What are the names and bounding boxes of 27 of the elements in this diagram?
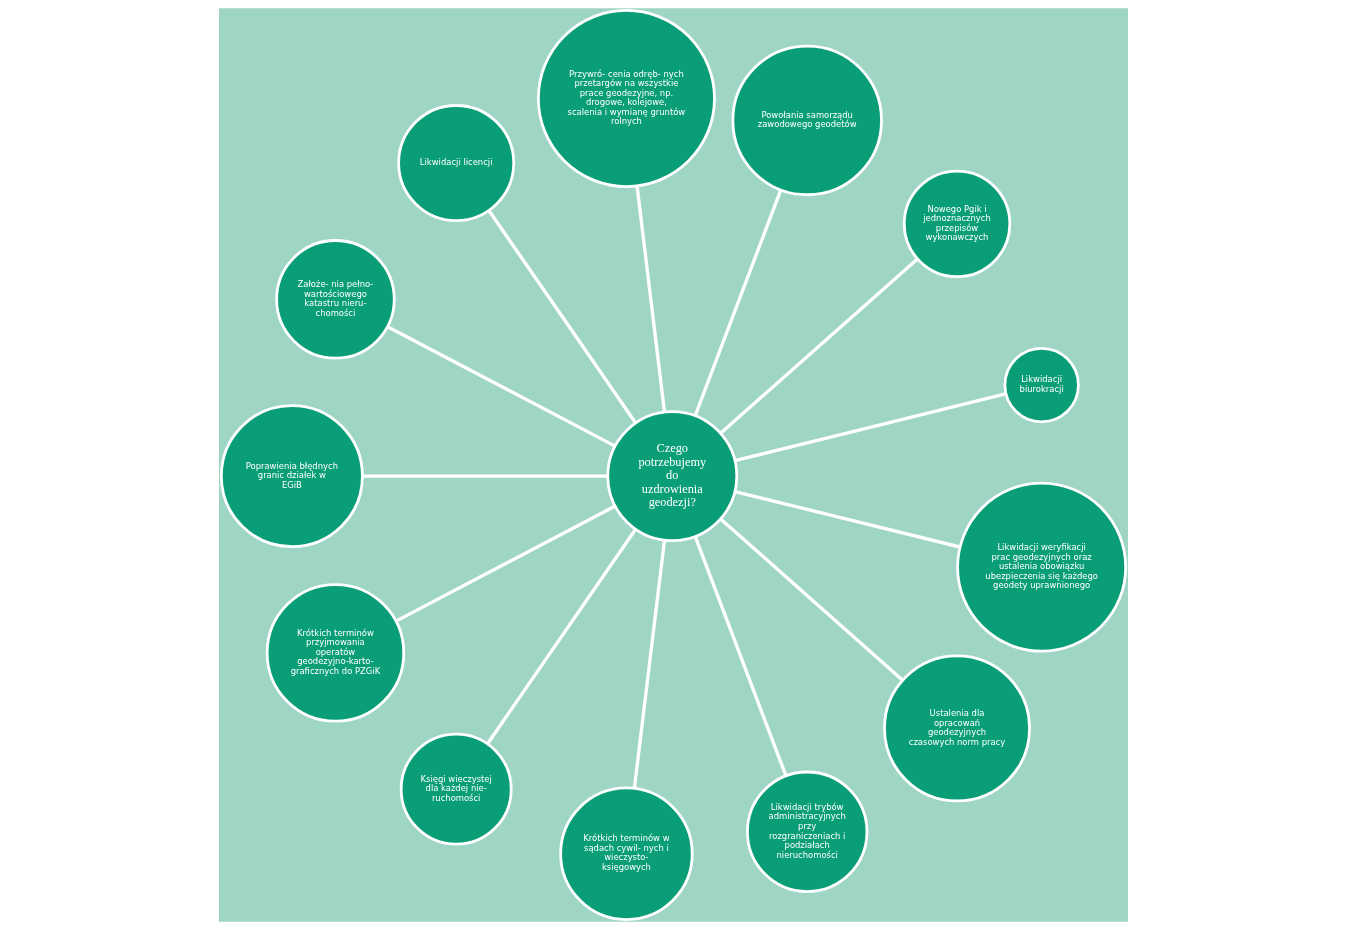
connector xyxy=(487,209,637,424)
connector xyxy=(632,539,666,789)
node-circle: Likwidacji biurokracji xyxy=(1002,346,1080,424)
node-circle: Założe- nia pełno- wartościowego katastru nieru- chomości xyxy=(274,239,396,360)
node-circle: Przywró- cenia odręb- nych przetargów na wszystkie prace geodezyjne, np. drogowe, kolejowe, scalenia i wymianę gruntów rolnych xyxy=(536,9,716,188)
node-circle: Nowego Pgik i jednoznacznych przepisów wykonawczych xyxy=(902,169,1011,279)
node-circle: Likwidacji trybów administracyjnych przy rozgraniczeniach i podziałach nieruchomości xyxy=(745,770,868,893)
connector xyxy=(734,489,960,549)
node-circle: Ustalenia dla opracowań geodezyjnych czasowych norm pracy xyxy=(882,654,1031,803)
node-circle: Krótkich terminów w sądach cywil- nych i wieczysto- księgowych xyxy=(558,786,694,921)
connector xyxy=(634,185,666,413)
connector xyxy=(362,474,608,478)
node-circle: Księgi wieczystej dla każdej nie- ruchomości xyxy=(399,732,513,846)
node-circle: Krótkich terminów przyjmowania operatów geodezyjno-karto- graficznych do PZGiK xyxy=(265,583,405,723)
node-circle: Poprawienia błędnych granic działek w EGiB xyxy=(219,404,364,549)
node-circle: Powołania samorządu zawodowego geodetów xyxy=(730,44,883,197)
connector xyxy=(485,528,637,745)
connector xyxy=(386,325,616,448)
connector xyxy=(693,189,782,417)
connector xyxy=(734,392,1006,463)
node-circle: Czego potrzebujemy do uzdrowienia geodezji? xyxy=(605,410,738,543)
node-circle: Likwidacji licencji xyxy=(396,104,515,222)
connector xyxy=(718,257,919,435)
connector xyxy=(718,517,904,682)
connector xyxy=(693,535,787,777)
node-circle: Likwidacji weryfikacji prac geodezyjnych oraz ustalenia obowiązku ubezpieczenia się każdego geodety uprawnionego xyxy=(955,481,1127,653)
connector xyxy=(394,504,616,623)
